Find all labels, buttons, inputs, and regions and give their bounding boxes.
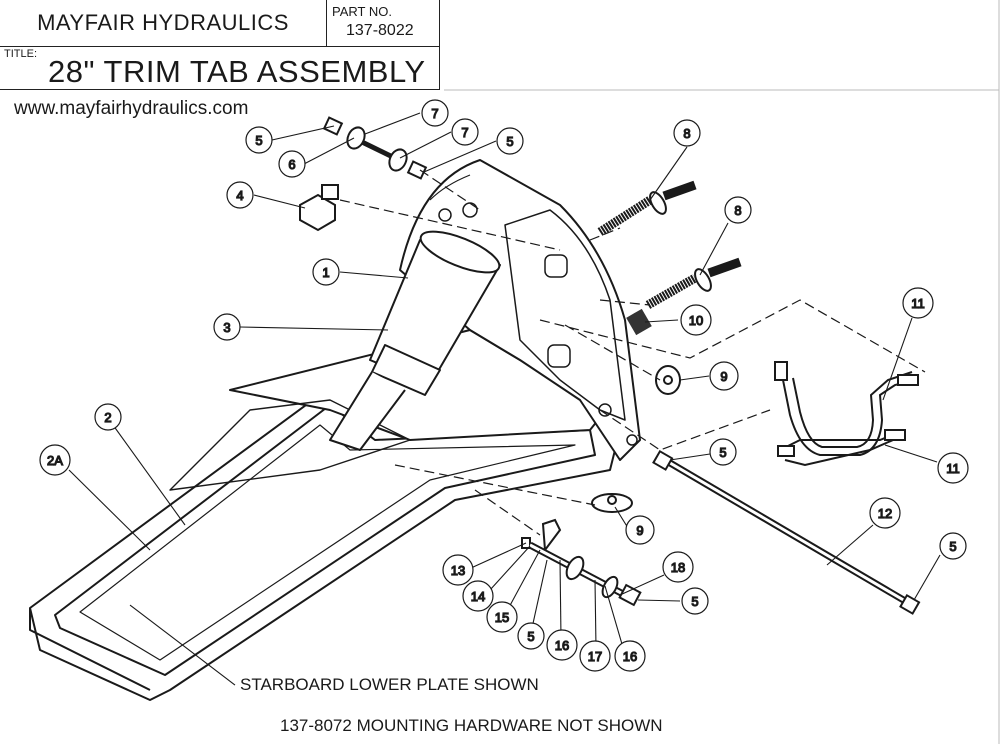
callout-8b: 8 bbox=[724, 196, 752, 224]
title-box bbox=[0, 46, 440, 90]
title-block: MAYFAIR HYDRAULICS PART NO. 137-8022 TIT… bbox=[0, 0, 440, 90]
callout-1: 1 bbox=[312, 258, 340, 286]
rod-item-12 bbox=[652, 449, 921, 615]
svg-text:9: 9 bbox=[720, 369, 727, 384]
bolt-item-8b bbox=[645, 257, 742, 309]
callout-9a: 9 bbox=[709, 361, 739, 391]
title-label: TITLE: bbox=[4, 48, 38, 60]
callout-2a: 2A bbox=[39, 444, 71, 476]
callout-12: 12 bbox=[869, 497, 901, 529]
hinge-bracket bbox=[399, 159, 641, 461]
callout-8a: 8 bbox=[673, 119, 701, 147]
svg-text:10: 10 bbox=[689, 313, 703, 328]
callout-7b: 7 bbox=[451, 118, 479, 146]
fitting-item-4 bbox=[299, 184, 339, 232]
callout-9b: 9 bbox=[625, 515, 655, 545]
svg-text:2A: 2A bbox=[47, 453, 63, 468]
svg-text:3: 3 bbox=[223, 320, 230, 335]
svg-text:5: 5 bbox=[255, 133, 262, 148]
callout-5-top-left: 5 bbox=[245, 126, 273, 154]
callout-3: 3 bbox=[213, 313, 241, 341]
bolt-item-8a bbox=[597, 180, 697, 236]
mounting-hardware-note: 137-8072 MOUNTING HARDWARE NOT SHOWN bbox=[280, 716, 663, 735]
svg-text:5: 5 bbox=[527, 629, 534, 644]
svg-text:18: 18 bbox=[671, 560, 685, 575]
callout-5-bottom-right: 5 bbox=[681, 587, 709, 615]
svg-text:7: 7 bbox=[431, 106, 438, 121]
part-number-label: PART NO. bbox=[332, 4, 392, 19]
callout-16b: 16 bbox=[614, 640, 646, 672]
svg-text:9: 9 bbox=[636, 523, 643, 538]
drawing-title: 28" TRIM TAB ASSEMBLY bbox=[48, 54, 426, 89]
svg-text:5: 5 bbox=[691, 594, 698, 609]
callout-2: 2 bbox=[94, 403, 122, 431]
callout-5-right: 5 bbox=[939, 532, 967, 560]
part-number: 137-8022 bbox=[346, 22, 414, 39]
svg-text:6: 6 bbox=[288, 157, 295, 172]
callout-17: 17 bbox=[579, 640, 611, 672]
callout-7a: 7 bbox=[421, 99, 449, 127]
svg-text:16: 16 bbox=[555, 638, 569, 653]
callout-18: 18 bbox=[662, 551, 694, 583]
svg-text:7: 7 bbox=[461, 125, 468, 140]
callout-5-top-right: 5 bbox=[496, 127, 524, 155]
callout-15: 15 bbox=[486, 601, 518, 633]
website-url: www.mayfairhydraulics.com bbox=[14, 98, 249, 119]
callout-bubbles: 5 6 7 7 5 4 8 8 1 3 10 9 2 2A 5 11 11 12… bbox=[39, 99, 969, 672]
leader-lines bbox=[68, 112, 941, 686]
callout-5-bottom: 5 bbox=[517, 622, 545, 650]
svg-text:15: 15 bbox=[495, 610, 509, 625]
callout-11b: 11 bbox=[937, 452, 969, 484]
set-screw-item-10 bbox=[626, 308, 652, 336]
svg-text:8: 8 bbox=[734, 203, 741, 218]
centerlines bbox=[339, 169, 926, 536]
callout-16a: 16 bbox=[546, 629, 578, 661]
hose-assembly-item-11 bbox=[774, 361, 919, 467]
callout-5-mid: 5 bbox=[709, 438, 737, 466]
callout-10: 10 bbox=[680, 304, 712, 336]
svg-text:5: 5 bbox=[949, 539, 956, 554]
svg-text:14: 14 bbox=[471, 589, 485, 604]
callout-6: 6 bbox=[278, 150, 306, 178]
svg-text:16: 16 bbox=[623, 649, 637, 664]
callout-11a: 11 bbox=[902, 287, 934, 319]
svg-text:2: 2 bbox=[104, 410, 111, 425]
svg-text:12: 12 bbox=[878, 506, 892, 521]
svg-text:1: 1 bbox=[322, 265, 329, 280]
svg-text:11: 11 bbox=[946, 461, 960, 476]
svg-text:8: 8 bbox=[683, 126, 690, 141]
callout-4: 4 bbox=[226, 181, 254, 209]
pin-assembly-top bbox=[322, 116, 428, 180]
actuator-cylinder bbox=[329, 230, 501, 451]
svg-text:11: 11 bbox=[911, 296, 925, 311]
company-name: MAYFAIR HYDRAULICS bbox=[0, 0, 327, 47]
part-number-box bbox=[326, 0, 440, 47]
svg-text:4: 4 bbox=[236, 188, 243, 203]
callout-13: 13 bbox=[442, 554, 474, 586]
washer-item-9b bbox=[591, 493, 633, 513]
callout-14: 14 bbox=[462, 580, 494, 612]
svg-text:5: 5 bbox=[506, 134, 513, 149]
starboard-note: STARBOARD LOWER PLATE SHOWN bbox=[240, 675, 539, 694]
svg-text:17: 17 bbox=[588, 649, 602, 664]
svg-text:5: 5 bbox=[719, 445, 726, 460]
svg-text:13: 13 bbox=[451, 563, 465, 578]
